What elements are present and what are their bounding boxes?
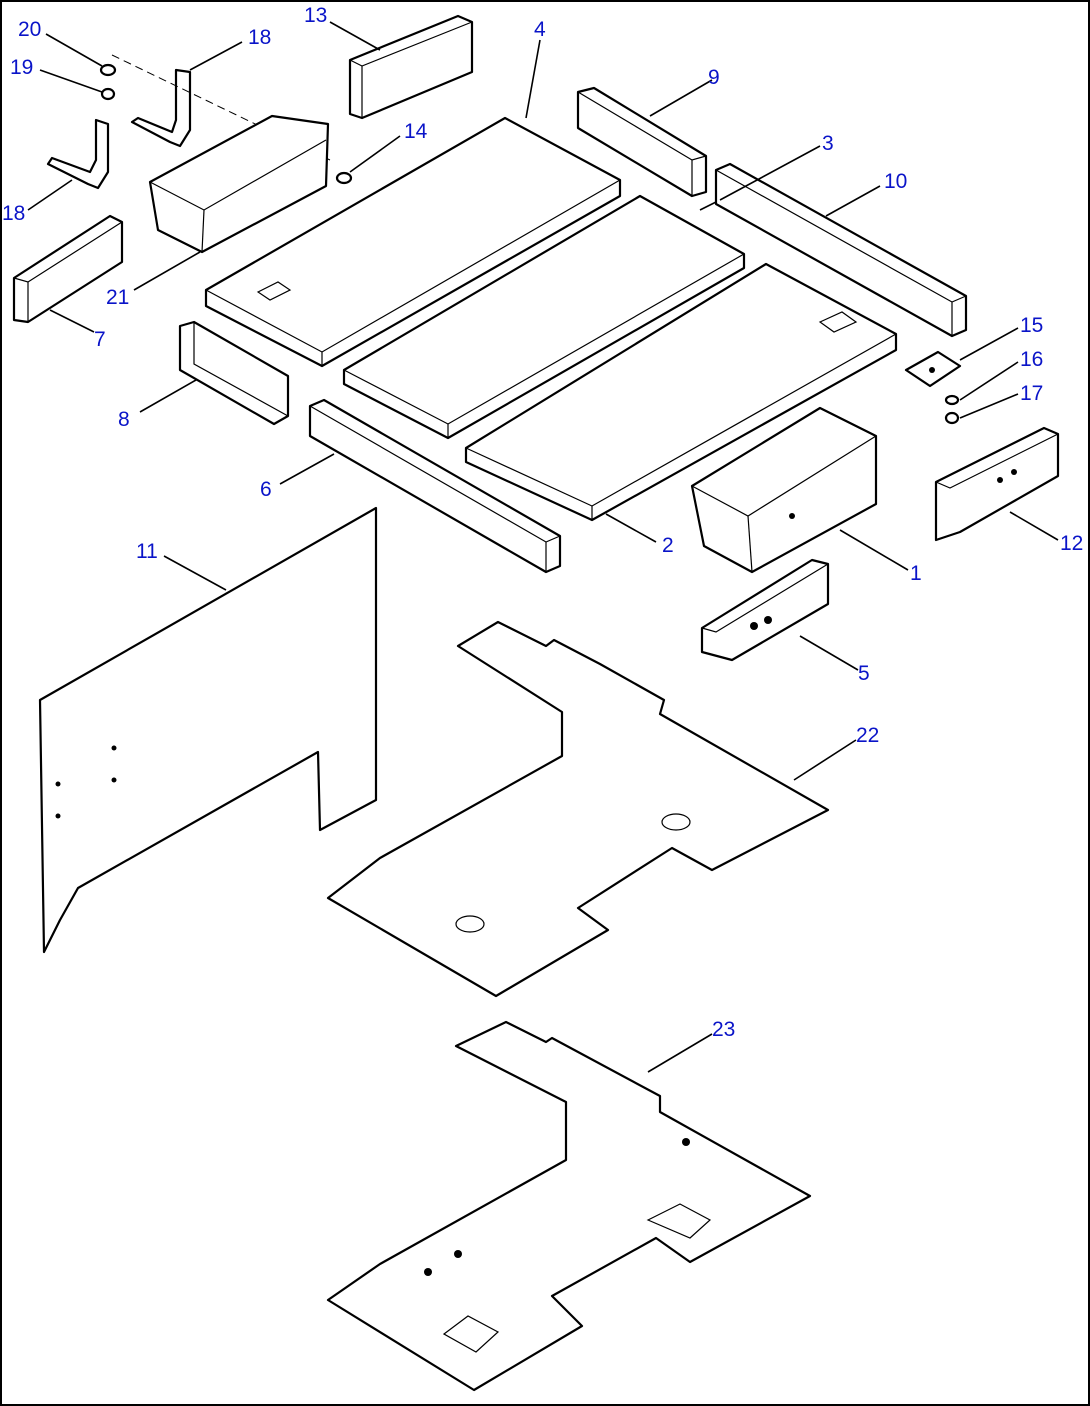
- callout-17: 17: [1020, 382, 1043, 405]
- callout-15: 15: [1020, 314, 1043, 337]
- callout-5: 5: [858, 662, 870, 685]
- part-19-bolt: [100, 87, 116, 101]
- callout-18-upper: 18: [248, 26, 271, 49]
- callout-7: 7: [94, 328, 106, 351]
- part-8-channel: [178, 320, 290, 426]
- callout-6: 6: [260, 478, 272, 501]
- part-7-pad: [12, 214, 124, 324]
- part-14-washer: [335, 171, 353, 185]
- part-2-panel: [464, 262, 898, 522]
- callout-8: 8: [118, 408, 130, 431]
- part-23-floor-mat: [326, 1020, 812, 1392]
- part-13-pad: [348, 14, 474, 120]
- part-10-rail: [714, 162, 968, 338]
- part-22-floor-mat: [326, 620, 830, 998]
- part-1-box: [690, 406, 878, 574]
- callout-14: 14: [404, 120, 428, 143]
- callout-10: 10: [884, 170, 907, 193]
- callout-1: 1: [910, 562, 922, 585]
- callout-19: 19: [10, 56, 33, 79]
- callout-21: 21: [106, 286, 129, 309]
- callout-labels: 20 19 18 18 13 4 9 14 3 10 21 7 8 15 16 …: [2, 4, 1083, 1041]
- part-4-top-panel: [204, 116, 622, 368]
- part-6-bar: [308, 398, 562, 574]
- part-16-washer: [944, 394, 960, 406]
- part-9-pad: [576, 86, 708, 198]
- part-17-bolt: [944, 411, 960, 425]
- callout-9: 9: [708, 66, 720, 89]
- callout-18-lower: 18: [2, 202, 25, 225]
- part-21-cover: [148, 114, 330, 254]
- callout-12: 12: [1060, 532, 1083, 555]
- callout-13: 13: [304, 4, 327, 27]
- part-20-nut: [99, 63, 117, 77]
- callout-23: 23: [712, 1018, 735, 1041]
- callout-11: 11: [136, 540, 158, 563]
- part-15-plate: [904, 350, 962, 388]
- callout-20: 20: [18, 18, 41, 41]
- callout-16: 16: [1020, 348, 1043, 371]
- part-11-side-panel: [38, 506, 378, 954]
- part-18-bracket-lower: [46, 118, 110, 190]
- leader-lines: [27, 21, 1059, 1073]
- part-18-bracket-upper: [130, 68, 192, 148]
- callout-2: 2: [662, 534, 674, 557]
- callout-4: 4: [534, 18, 546, 41]
- callout-3: 3: [822, 132, 834, 155]
- callout-22: 22: [856, 724, 879, 747]
- part-middle-panel: [342, 194, 746, 440]
- part-5-block: [700, 558, 830, 662]
- part-12-block: [934, 426, 1060, 542]
